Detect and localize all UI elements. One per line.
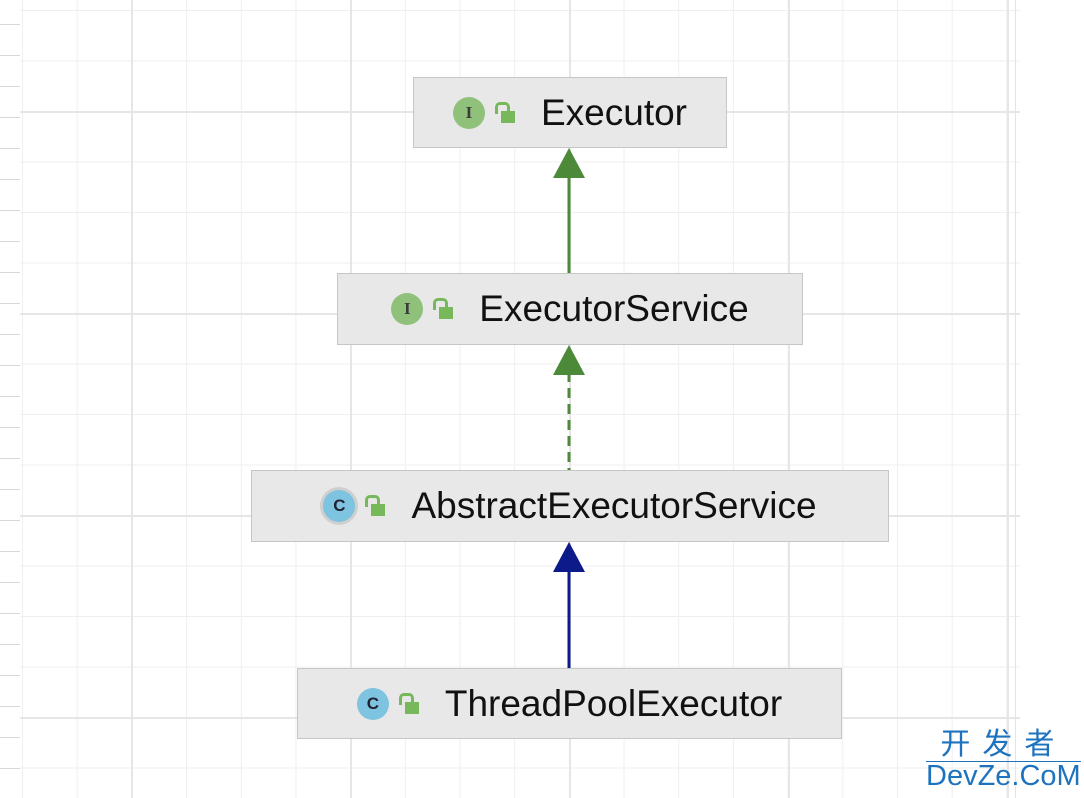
node-label: Executor [540, 91, 687, 133]
node-executor[interactable]: I Executor [413, 77, 727, 148]
left-ruler [0, 0, 20, 798]
arrowhead-abstract [553, 542, 585, 572]
node-threadpoolexecutor[interactable]: C ThreadPoolExecutor [297, 668, 842, 739]
node-label: ThreadPoolExecutor [444, 682, 783, 724]
public-lock-icon [365, 495, 387, 517]
node-abstractexecutorservice[interactable]: C AbstractExecutorService [251, 470, 889, 542]
node-executorservice[interactable]: I ExecutorService [337, 273, 803, 345]
right-divider [1015, 0, 1016, 798]
interface-icon: I [391, 293, 424, 325]
watermark: 开发者 DevZe.CoM [926, 730, 1081, 791]
node-label: ExecutorService [479, 288, 749, 329]
arrowhead-executor [553, 148, 585, 178]
class-icon: C [356, 687, 389, 720]
public-lock-icon [494, 101, 517, 124]
watermark-cn: 开发者 [926, 730, 1081, 762]
public-lock-icon [433, 298, 455, 320]
node-label: AbstractExecutorService [411, 485, 817, 526]
public-lock-icon [398, 692, 421, 715]
watermark-en: DevZe.CoM [926, 760, 1081, 792]
interface-icon: I [452, 96, 485, 129]
abstract-class-icon: C [323, 490, 356, 522]
arrowhead-executorservice [553, 345, 585, 375]
